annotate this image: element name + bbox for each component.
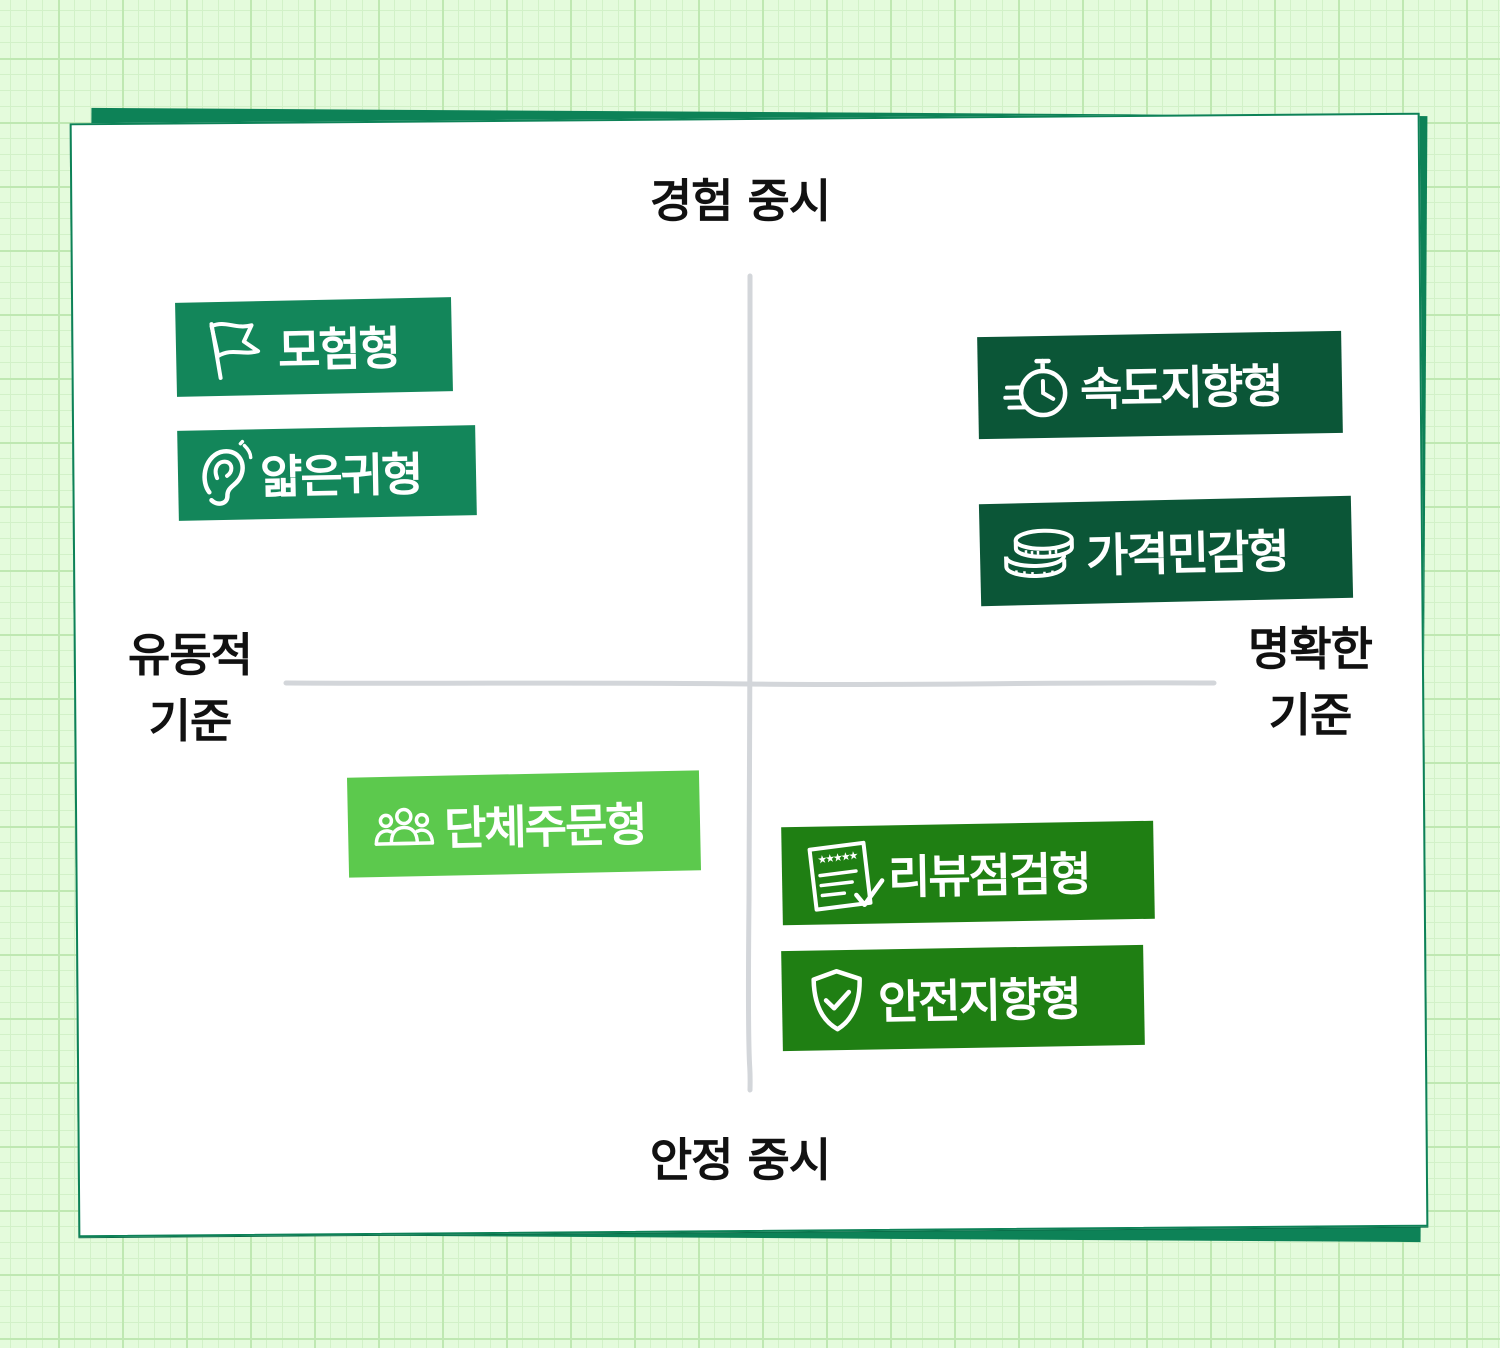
vertical-axis-line (745, 273, 753, 1093)
horizontal-axis-line (283, 680, 1217, 688)
flag-icon (197, 313, 268, 384)
tag-easily-swayed: 얇은귀형 (177, 425, 477, 521)
axis-label-right-line2: 기준 (1268, 688, 1353, 742)
tag-review-checking: ★★★★★ 리뷰점검형 (781, 820, 1155, 926)
tag-label: 리뷰점검형 (887, 846, 1091, 905)
group-icon (372, 801, 437, 852)
tag-label: 단체주문형 (443, 797, 647, 856)
tag-group-order: 단체주문형 (346, 770, 702, 878)
axis-label-bottom: 안정 중시 (649, 1133, 831, 1187)
tag-label: 속도지향형 (1079, 358, 1283, 417)
tag-adventure: 모험형 (175, 297, 453, 397)
axis-label-left-line2: 기준 (148, 694, 233, 748)
axis-label-left: 유동적 기준 (100, 622, 280, 754)
tag-price-sensitive: 가격민감형 (978, 495, 1354, 607)
tag-label: 안전지향형 (877, 971, 1081, 1030)
tag-label: 얇은귀형 (259, 447, 422, 505)
review-icon: ★★★★★ (803, 834, 888, 915)
axis-label-left-line1: 유동적 (128, 628, 253, 682)
tag-label: 가격민감형 (1085, 524, 1289, 583)
shield-check-icon (805, 966, 868, 1035)
axis-label-right-line1: 명확한 (1248, 622, 1373, 676)
tag-speed-oriented: 속도지향형 (977, 330, 1343, 440)
axis-label-top: 경험 중시 (649, 174, 831, 228)
svg-text:★★★★★: ★★★★★ (817, 849, 860, 867)
stopwatch-icon (1001, 350, 1072, 425)
axis-label-right: 명확한 기준 (1220, 616, 1400, 748)
coins-icon (1001, 523, 1078, 585)
ear-icon (193, 438, 256, 511)
tag-label: 모험형 (277, 321, 400, 378)
tag-safety-oriented: 안전지향형 (781, 944, 1145, 1052)
